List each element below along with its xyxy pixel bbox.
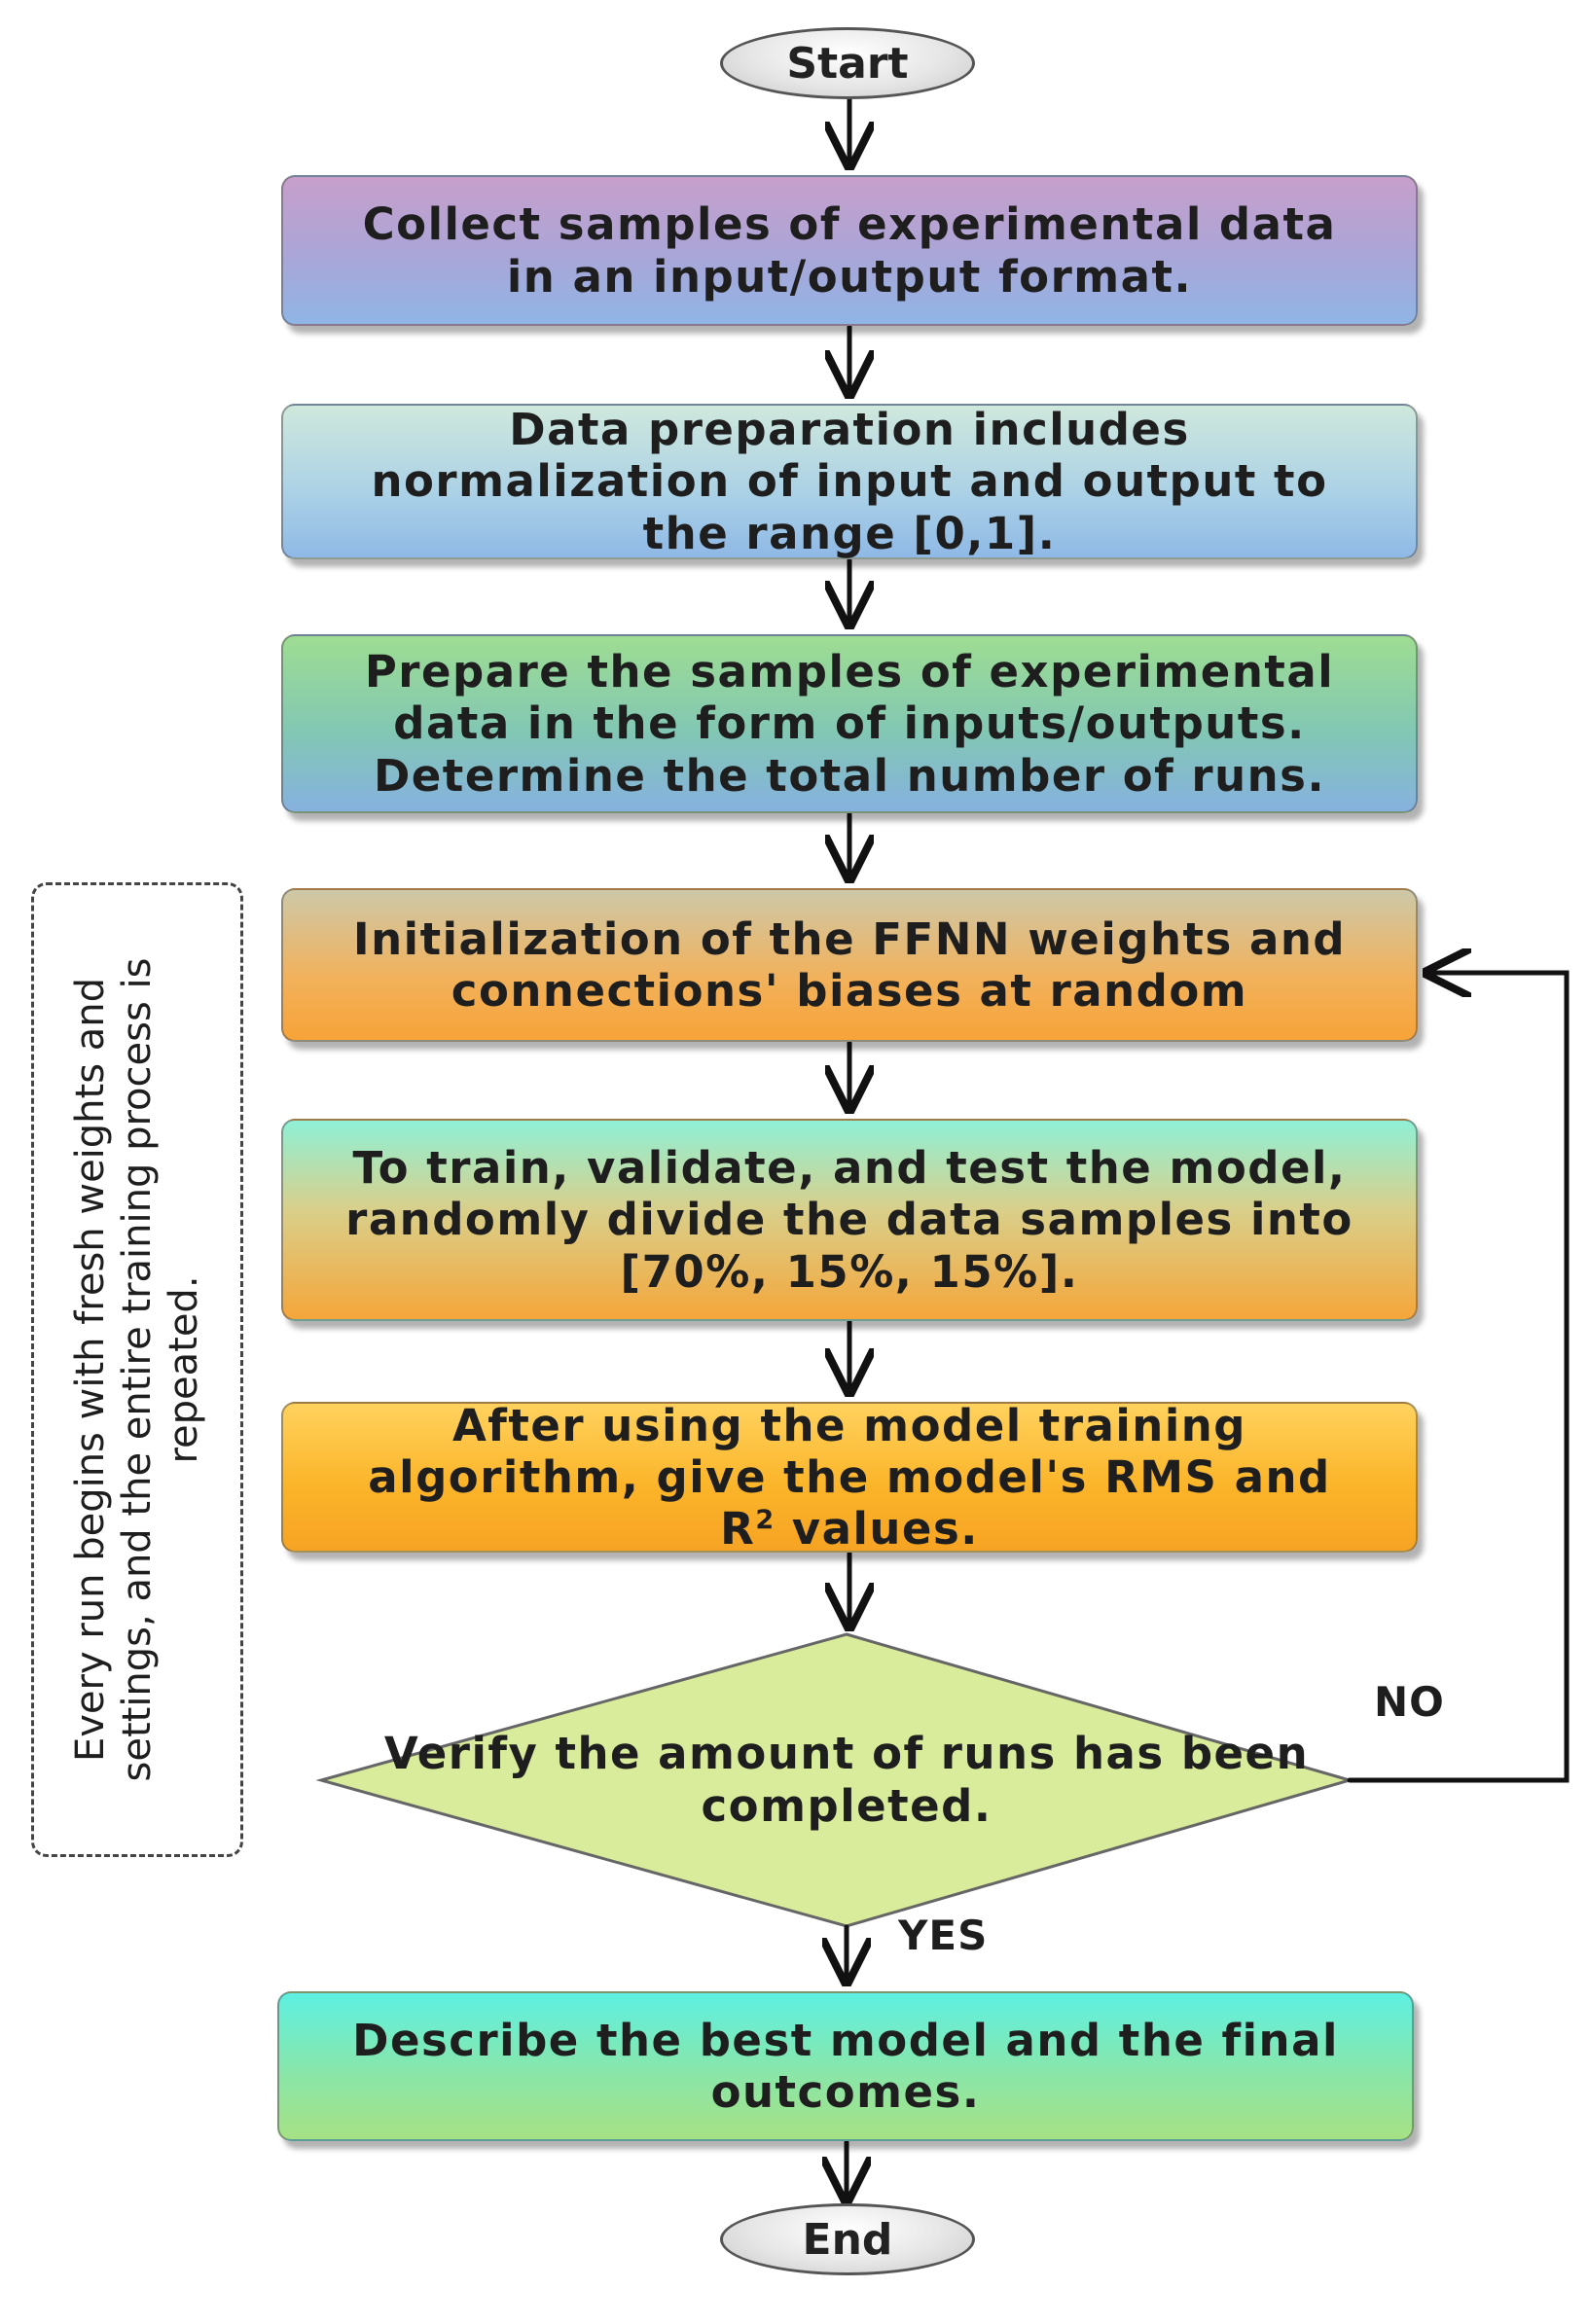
decision-text-container: Verify the amount of runs has been compl…: [321, 1712, 1372, 1848]
step-divide-data: To train, validate, and test the model, …: [281, 1119, 1418, 1321]
step-data-preparation: Data preparation includes normalization …: [281, 404, 1418, 559]
step-5-text: To train, validate, and test the model, …: [345, 1142, 1353, 1298]
step-prepare-samples: Prepare the samples of experimental data…: [281, 634, 1418, 813]
side-note-text-container: Every run begins with fresh weights and …: [67, 903, 207, 1837]
start-terminal: Start: [720, 27, 975, 99]
arrow-no-loop: [1347, 973, 1570, 1783]
step-6-text-end: values.: [775, 1503, 979, 1555]
step-initialization: Initialization of the FFNN weights and c…: [281, 888, 1418, 1042]
yes-label: YES: [898, 1912, 989, 1959]
no-label: NO: [1374, 1678, 1445, 1726]
step-4-text: Initialization of the FFNN weights and c…: [352, 912, 1347, 1017]
decision-text: Verify the amount of runs has been compl…: [383, 1728, 1310, 1832]
step-6-text-main: After using the model training algorithm…: [368, 1399, 1331, 1555]
step-describe-best-model: Describe the best model and the final ou…: [277, 1991, 1414, 2141]
end-terminal: End: [720, 2203, 975, 2275]
side-note: Every run begins with fresh weights and …: [31, 882, 243, 1857]
step-collect-samples: Collect samples of experimental data in …: [281, 175, 1418, 326]
step-6-text: After using the model training algorithm…: [368, 1400, 1330, 1555]
start-label: Start: [786, 38, 909, 89]
side-note-text: Every run begins with fresh weights and …: [68, 957, 206, 1782]
step-2-text: Data preparation includes normalization …: [371, 404, 1328, 559]
step-6-superscript: 2: [755, 1505, 776, 1536]
step-3-text: Prepare the samples of experimental data…: [364, 646, 1335, 802]
step-training-results: After using the model training algorithm…: [281, 1400, 1418, 1555]
step-7-text: Describe the best model and the final ou…: [352, 2014, 1339, 2118]
step-1-text: Collect samples of experimental data in …: [362, 198, 1337, 303]
end-label: End: [802, 2214, 893, 2265]
